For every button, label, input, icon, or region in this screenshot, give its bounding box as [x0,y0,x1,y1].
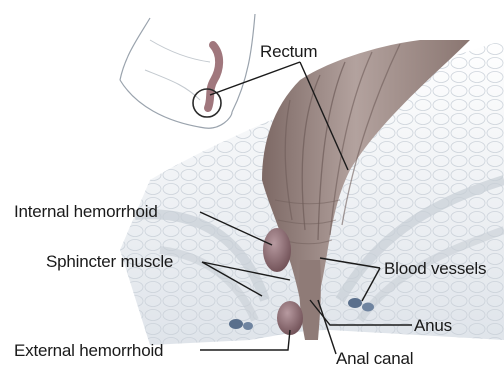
label-internal-hemorrhoid: Internal hemorrhoid [14,203,158,220]
external-hemorrhoid-shape [277,301,303,335]
label-blood-vessels: Blood vessels [384,260,486,277]
label-anus: Anus [414,317,452,334]
label-external-hemorrhoid: External hemorrhoid [14,342,163,359]
label-anal-canal: Anal canal [336,350,413,367]
label-rectum: Rectum [260,43,317,60]
inset-rectum [208,45,219,108]
rectum-leader [210,62,300,95]
body-inset [120,14,255,128]
internal-hemorrhoid-shape [263,228,291,272]
label-sphincter-muscle: Sphincter muscle [46,253,173,270]
